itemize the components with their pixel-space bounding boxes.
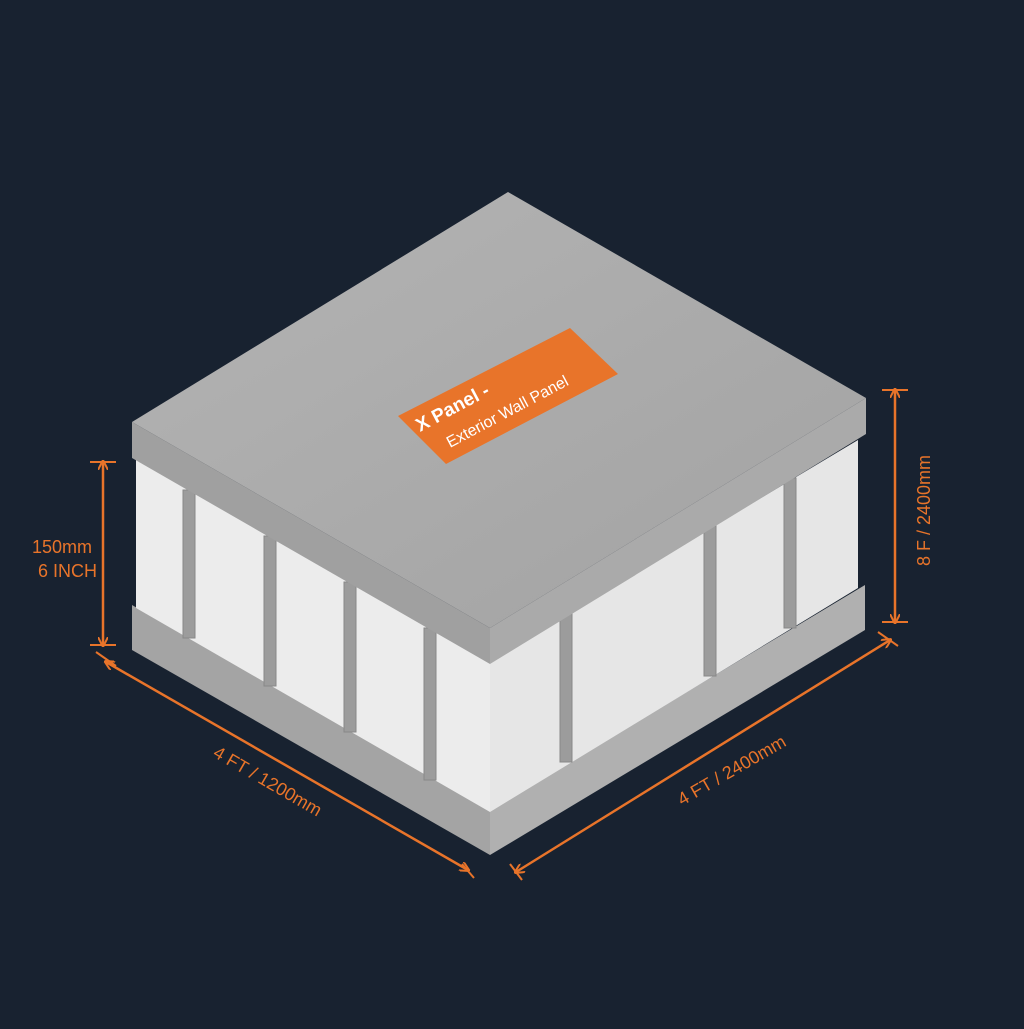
width-right-label: 4 FT / 2400mm bbox=[674, 731, 789, 809]
thickness-inch-label: 6 INCH bbox=[38, 561, 97, 581]
stud bbox=[783, 477, 797, 629]
stud bbox=[703, 525, 717, 677]
stud bbox=[263, 535, 277, 687]
thickness-dimension: 150mm 6 INCH bbox=[32, 462, 116, 645]
stud bbox=[559, 611, 573, 763]
stud bbox=[423, 627, 437, 781]
stud bbox=[343, 581, 357, 733]
height-dimension: 8 F / 2400mm bbox=[882, 390, 934, 622]
thickness-mm-label: 150mm bbox=[32, 537, 92, 557]
height-label: 8 F / 2400mm bbox=[914, 455, 934, 566]
stud bbox=[182, 489, 196, 639]
